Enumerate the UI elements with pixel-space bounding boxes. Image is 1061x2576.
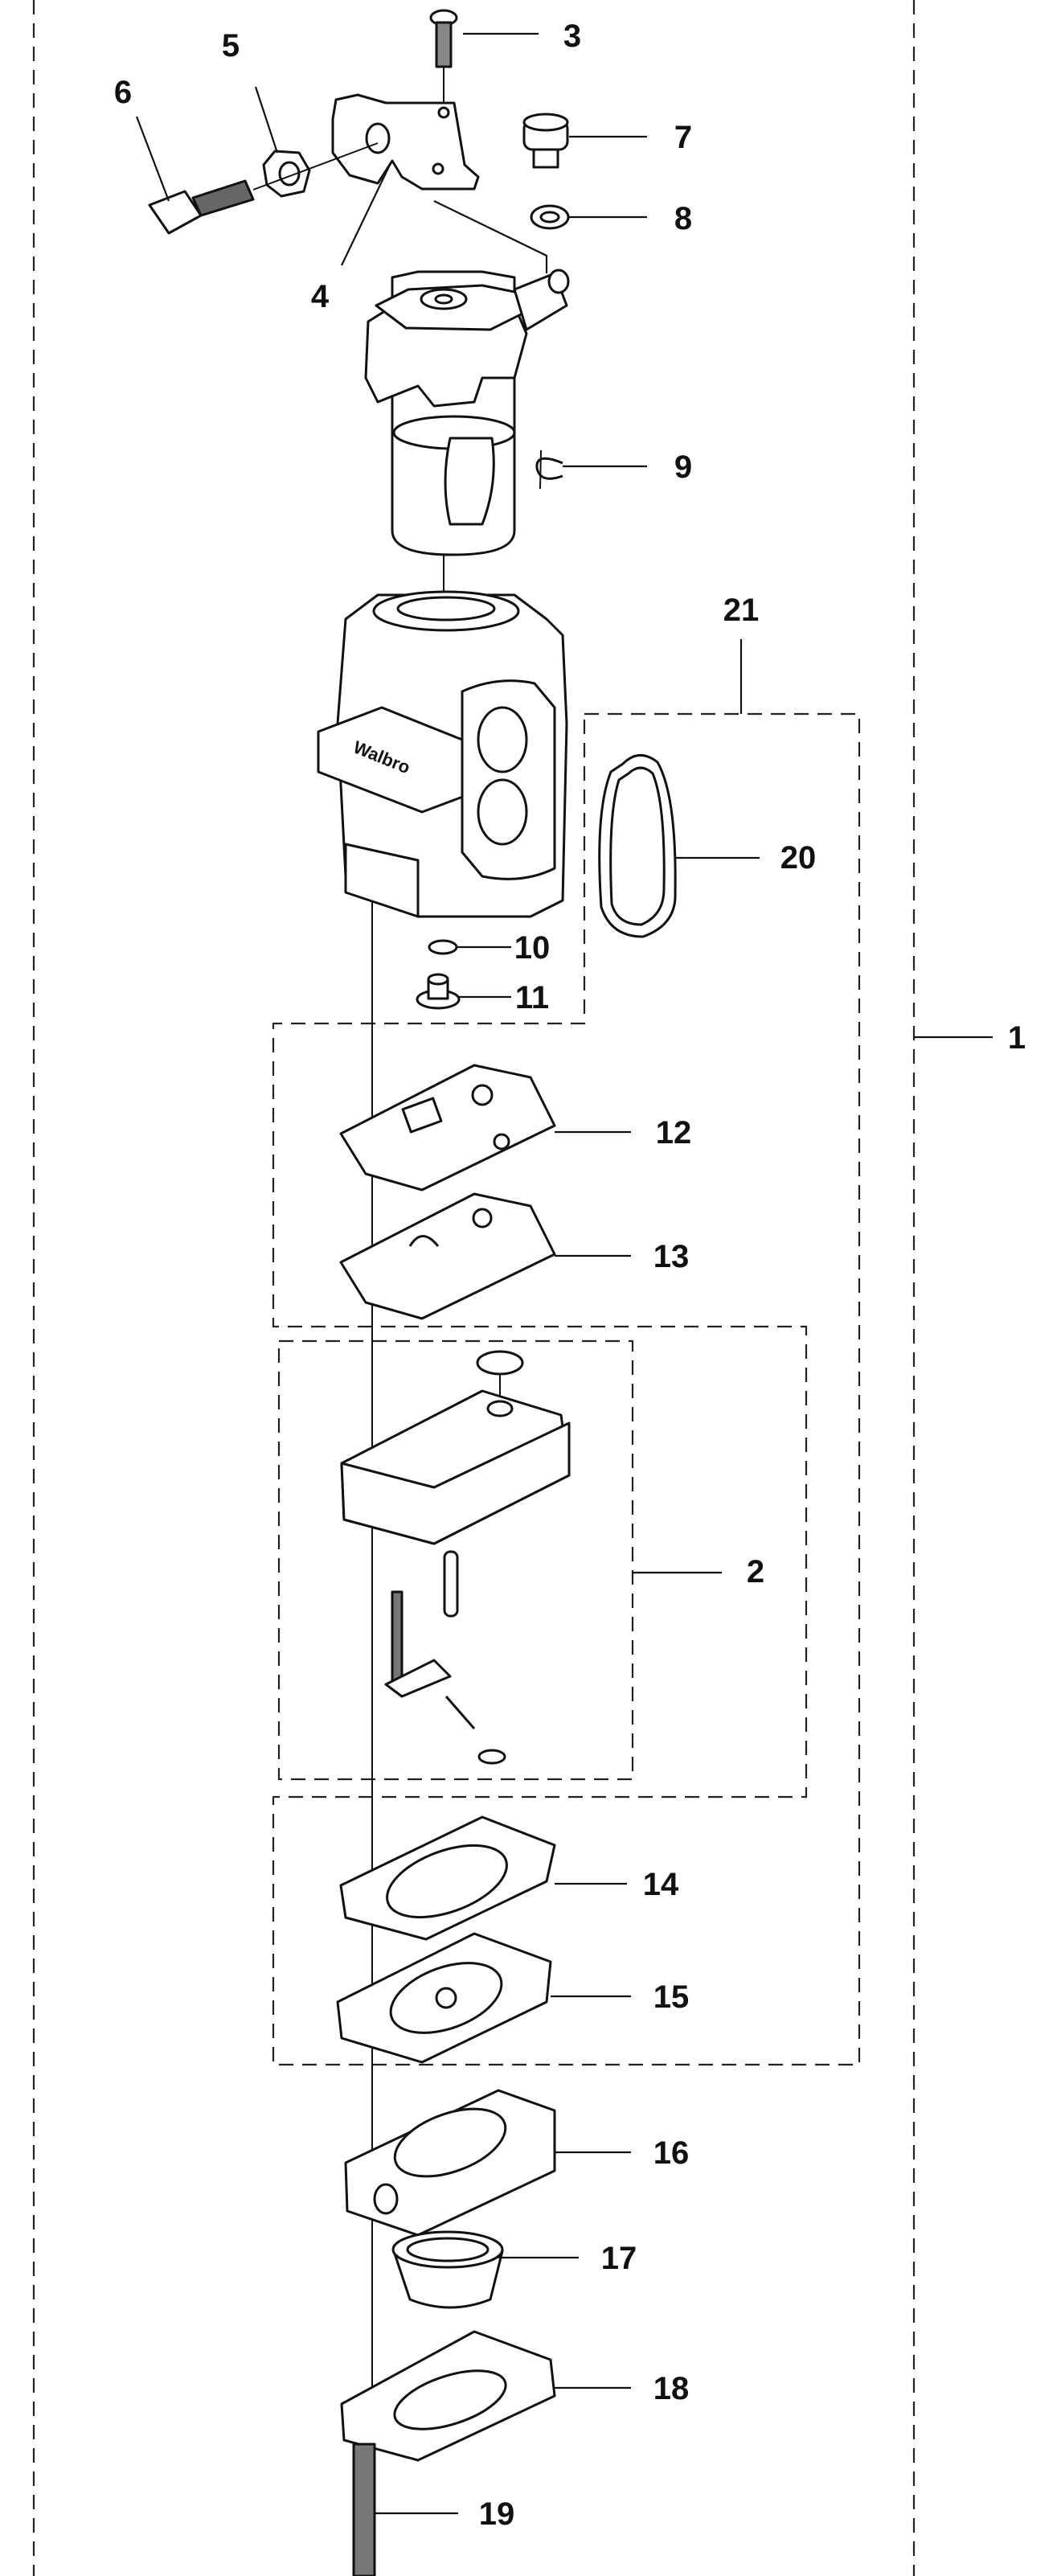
callout-3: 3	[563, 18, 581, 54]
part-18-retainer-plate	[340, 2330, 556, 2462]
callout-6: 6	[114, 75, 132, 110]
part-7-idle-screw	[522, 113, 569, 169]
callout-8: 8	[674, 201, 692, 236]
callout-15: 15	[653, 1979, 690, 2015]
callout-14: 14	[643, 1867, 679, 1902]
part-14-gasket	[339, 1815, 556, 1941]
part-9-e-clip	[535, 449, 563, 490]
carburetor-body: Walbro	[317, 590, 568, 918]
part-10-o-ring	[428, 939, 458, 955]
callout-18: 18	[653, 2371, 690, 2406]
kit-2-boundary	[277, 1339, 634, 1781]
part-20-gasket-ring	[598, 754, 677, 938]
callout-20: 20	[780, 840, 817, 876]
leader-lines	[135, 32, 993, 2515]
part-17-primer-bulb	[391, 2230, 504, 2309]
throttle-barrel	[364, 269, 570, 556]
part-11-plug	[416, 973, 461, 1010]
callout-12: 12	[656, 1115, 692, 1151]
callout-labels: 1 2 3 4 5 6 7 8 9 10 11 12 13 14 15 16 1…	[114, 18, 1026, 2532]
part-15-diaphragm	[336, 1932, 552, 2064]
callout-16: 16	[653, 2135, 690, 2171]
callout-2: 2	[747, 1554, 764, 1589]
part-8-washer	[530, 204, 570, 230]
callout-19: 19	[479, 2496, 515, 2532]
part-6-cable-adjuster	[148, 142, 379, 235]
part-5-nut	[262, 150, 311, 198]
part-2-metering-body-kit	[340, 1350, 571, 1765]
part-4-throttle-lever	[331, 93, 480, 191]
callout-4: 4	[311, 279, 330, 314]
callout-17: 17	[601, 2241, 637, 2276]
callout-5: 5	[222, 28, 240, 64]
part-16-pump-cover	[344, 2089, 556, 2237]
kit-21-boundary	[272, 712, 861, 2066]
assembly-boundaries	[32, 0, 916, 2576]
part-19-screw	[352, 2443, 376, 2576]
callout-13: 13	[653, 1239, 690, 1274]
callout-11: 11	[515, 980, 549, 1015]
callout-7: 7	[674, 120, 692, 155]
callout-9: 9	[674, 449, 692, 485]
part-13-plate	[339, 1192, 556, 1320]
part-12-gasket	[339, 1064, 556, 1192]
callout-21: 21	[723, 593, 760, 628]
callout-10: 10	[514, 930, 551, 966]
callout-1: 1	[1008, 1020, 1026, 1056]
part-3-screw	[429, 9, 458, 68]
